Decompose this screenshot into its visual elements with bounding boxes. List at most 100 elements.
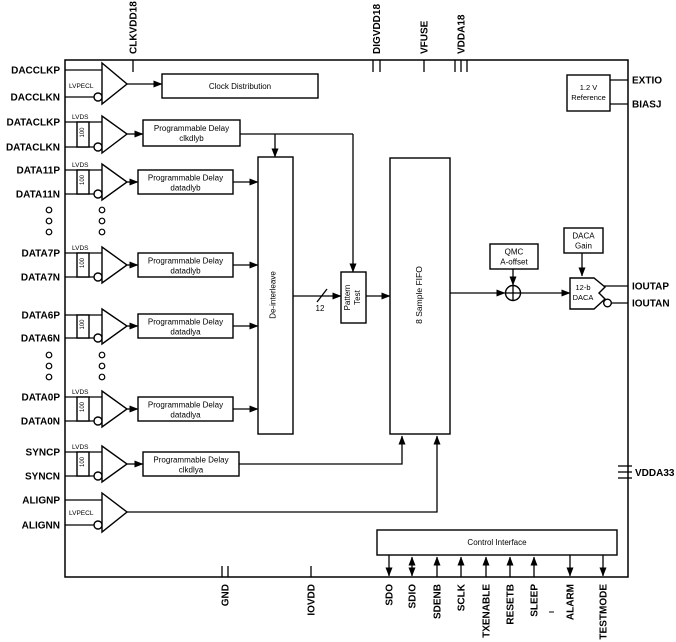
pin-label-ioutan: IOUTAN — [632, 299, 670, 310]
chip-boundary — [64, 59, 629, 578]
pin-label-dacclkp: DACCLKP — [11, 66, 60, 77]
lvds-buffer — [101, 245, 129, 285]
data6-lvds-receiver: 100 — [65, 307, 139, 346]
pin-label-gnd: GND — [221, 584, 232, 606]
control-interface-label: Control Interface — [467, 538, 527, 547]
pin-label-syncn: SYNCN — [25, 472, 60, 483]
pin-label-vdda33: VDDA33 — [635, 468, 675, 479]
delay-clkdlya-block — [142, 451, 240, 477]
pin-label-biasj: BIASJ — [632, 100, 661, 111]
deinterleave-block — [257, 156, 294, 435]
lvds-label: LVDS — [72, 245, 89, 252]
daca-core: 12-b DACA — [569, 277, 628, 310]
clock-distribution-block — [161, 73, 319, 99]
wire-sync-to-fifo — [239, 435, 406, 465]
pin-label-txenable: TXENABLE — [482, 584, 493, 638]
ellipsis-dots-upper — [45, 206, 106, 236]
pin-label-data0n: DATA0N — [21, 417, 60, 428]
delay-clkdlyb-block — [142, 119, 241, 147]
delay-datadlyb1-line1: Programmable Delay — [148, 174, 223, 183]
pin-label-dataclkp: DATACLKP — [6, 118, 60, 129]
pin-label-syncp: SYNCP — [26, 448, 61, 459]
daca-line2: DACA — [573, 293, 594, 302]
pin-label-dataclkn: DATACLKN — [6, 143, 60, 154]
daca-gain-line1: DACA — [572, 232, 595, 241]
left-pin-labels: DACCLKP DACCLKN DATACLKP DATACLKN DATA11… — [6, 66, 60, 532]
lvds-buffer — [101, 444, 129, 484]
summing-junction — [504, 284, 522, 302]
termination-value: 100 — [80, 401, 86, 412]
pin-label-vfuse: VFUSE — [420, 20, 431, 54]
delay-datadlyb-block-1 — [137, 169, 234, 195]
pattern-test-line1: Pattern — [343, 285, 352, 311]
pin-label-sdenb: SDENB — [433, 584, 444, 619]
termination-value: 100 — [80, 456, 86, 467]
pin-label-iovdd: IOVDD — [307, 584, 318, 616]
lvpecl-label: LVPECL — [69, 83, 94, 90]
daca-gain-line2: Gain — [575, 242, 592, 251]
qmc-offset-line1: QMC — [505, 248, 524, 257]
termination-value: 100 — [80, 174, 86, 185]
lvds-label: LVDS — [72, 162, 89, 169]
inverting-input-bubble — [93, 272, 103, 282]
inverting-input-bubble — [93, 471, 103, 481]
termination-resistor — [76, 451, 90, 477]
delay-datadlya1-line2: datadlya — [170, 328, 201, 337]
termination-resistor — [76, 396, 90, 422]
data0-lvds-receiver: 100 LVDS — [65, 389, 139, 429]
reference-block — [566, 74, 611, 112]
pin-label-data6n: DATA6N — [21, 334, 60, 345]
pin-label-alignp: ALIGNP — [22, 496, 60, 507]
daca-gain-block — [563, 227, 604, 254]
termination-value: 100 — [80, 257, 86, 268]
termination-resistor — [76, 121, 90, 148]
data11-lvds-receiver: 100 LVDS — [65, 162, 139, 202]
inverting-input-bubble — [93, 189, 103, 199]
pin-label-clkvdd18: CLKVDD18 — [129, 1, 140, 54]
reference-line1: 1.2 V — [580, 83, 598, 92]
bus-slash — [316, 288, 328, 303]
delay-datadlya2-line1: Programmable Delay — [148, 401, 223, 410]
lvds-buffer — [101, 114, 129, 155]
control-pin-labels: SDO SDIO SDENB SCLK TXENABLE RESETB SLEE… — [385, 583, 610, 639]
lvds-label: LVDS — [72, 444, 89, 451]
termination-resistor — [76, 252, 90, 278]
bus-12-wire: 12 — [293, 288, 342, 313]
pin-label-data6p: DATA6P — [21, 311, 60, 322]
inverting-input-bubble — [93, 520, 103, 530]
vdda33-ticks — [618, 465, 632, 479]
termination-resistor — [76, 169, 90, 195]
pin-label-ioutap: IOUTAP — [632, 282, 669, 293]
wire-align-to-fifo — [127, 435, 441, 513]
lvds-label: LVDS — [72, 114, 89, 121]
delay-datadlyb-block-2 — [137, 252, 234, 278]
dacclk-lvpecl-receiver: LVPECL — [65, 61, 163, 106]
inverting-input-bubble — [93, 416, 103, 426]
pin-label-alarm: ALARM — [566, 584, 577, 620]
lvpecl-label: LVPECL — [69, 510, 94, 517]
pin-label-data11p: DATA11P — [16, 166, 60, 177]
inverting-input-bubble — [93, 92, 103, 102]
sync-lvds-receiver: 100 LVDS — [65, 444, 144, 484]
qmc-offset-block — [489, 243, 539, 270]
bottom-power-ticks — [221, 566, 312, 577]
pattern-test-block — [340, 271, 367, 324]
pin-label-testmode: TESTMODE — [599, 584, 610, 640]
control-interface-block — [376, 529, 618, 556]
pin-label-resetb: RESETB — [506, 584, 517, 625]
termination-value: 100 — [80, 319, 86, 330]
top-power-ticks — [132, 60, 468, 72]
deinterleave-label: De-interleave — [269, 271, 278, 319]
daca-line1: 12-b — [575, 283, 590, 292]
delay-clkdlya-line2: clkdlya — [179, 466, 204, 475]
data7-lvds-receiver: 100 LVDS — [65, 245, 139, 285]
lvds-label: LVDS — [72, 389, 89, 396]
dataclk-lvds-receiver: 100 LVDS — [65, 114, 144, 155]
pattern-test-line2: Test — [353, 289, 362, 304]
pin-label-sleep: SLEEP — [530, 584, 541, 617]
pin-label-vdda18: VDDA18 — [457, 14, 468, 54]
pin-label-data7n: DATA7N — [21, 273, 60, 284]
control-pin-wires — [385, 555, 607, 577]
